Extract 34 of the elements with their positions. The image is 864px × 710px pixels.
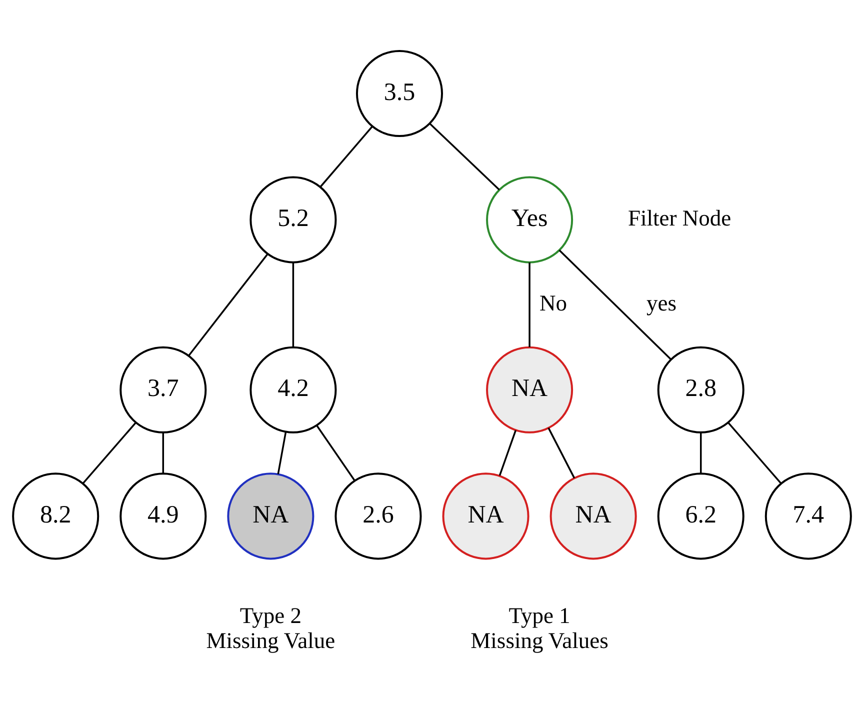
node-circle: 5.2 bbox=[250, 176, 337, 263]
node-circle: NA bbox=[442, 472, 530, 560]
node-circle: 2.6 bbox=[334, 472, 422, 560]
connector bbox=[728, 422, 782, 484]
connector bbox=[498, 430, 517, 476]
node-circle: NA bbox=[486, 346, 574, 433]
node-circle: NA bbox=[227, 472, 314, 560]
connector bbox=[292, 262, 294, 347]
connector bbox=[316, 424, 356, 481]
node-circle: 3.5 bbox=[356, 50, 443, 137]
node-circle: 8.2 bbox=[12, 472, 100, 560]
node-label: Type 2 Missing Value bbox=[206, 602, 336, 652]
node-circle: Yes bbox=[486, 176, 574, 263]
connector bbox=[82, 422, 136, 484]
connector bbox=[700, 432, 702, 473]
node-circle: 2.8 bbox=[657, 346, 744, 433]
node-circle: 7.4 bbox=[764, 472, 852, 560]
connector bbox=[558, 249, 672, 360]
node-circle: 3.7 bbox=[120, 346, 207, 433]
node-label: Filter Node bbox=[628, 204, 732, 230]
connector bbox=[548, 427, 576, 478]
node-circle: 4.2 bbox=[250, 346, 337, 433]
connector bbox=[188, 253, 268, 356]
connector bbox=[528, 262, 530, 347]
node-circle: 4.9 bbox=[120, 472, 207, 560]
connector bbox=[277, 431, 287, 474]
connector bbox=[429, 122, 500, 190]
connector bbox=[320, 125, 374, 187]
label: Type 1 Missing Values bbox=[470, 602, 608, 652]
node-circle: NA bbox=[550, 472, 637, 560]
edge-label: yes bbox=[646, 290, 676, 315]
node-circle: 6.2 bbox=[657, 472, 744, 560]
connector bbox=[162, 432, 164, 473]
edge-label: No bbox=[540, 290, 568, 315]
